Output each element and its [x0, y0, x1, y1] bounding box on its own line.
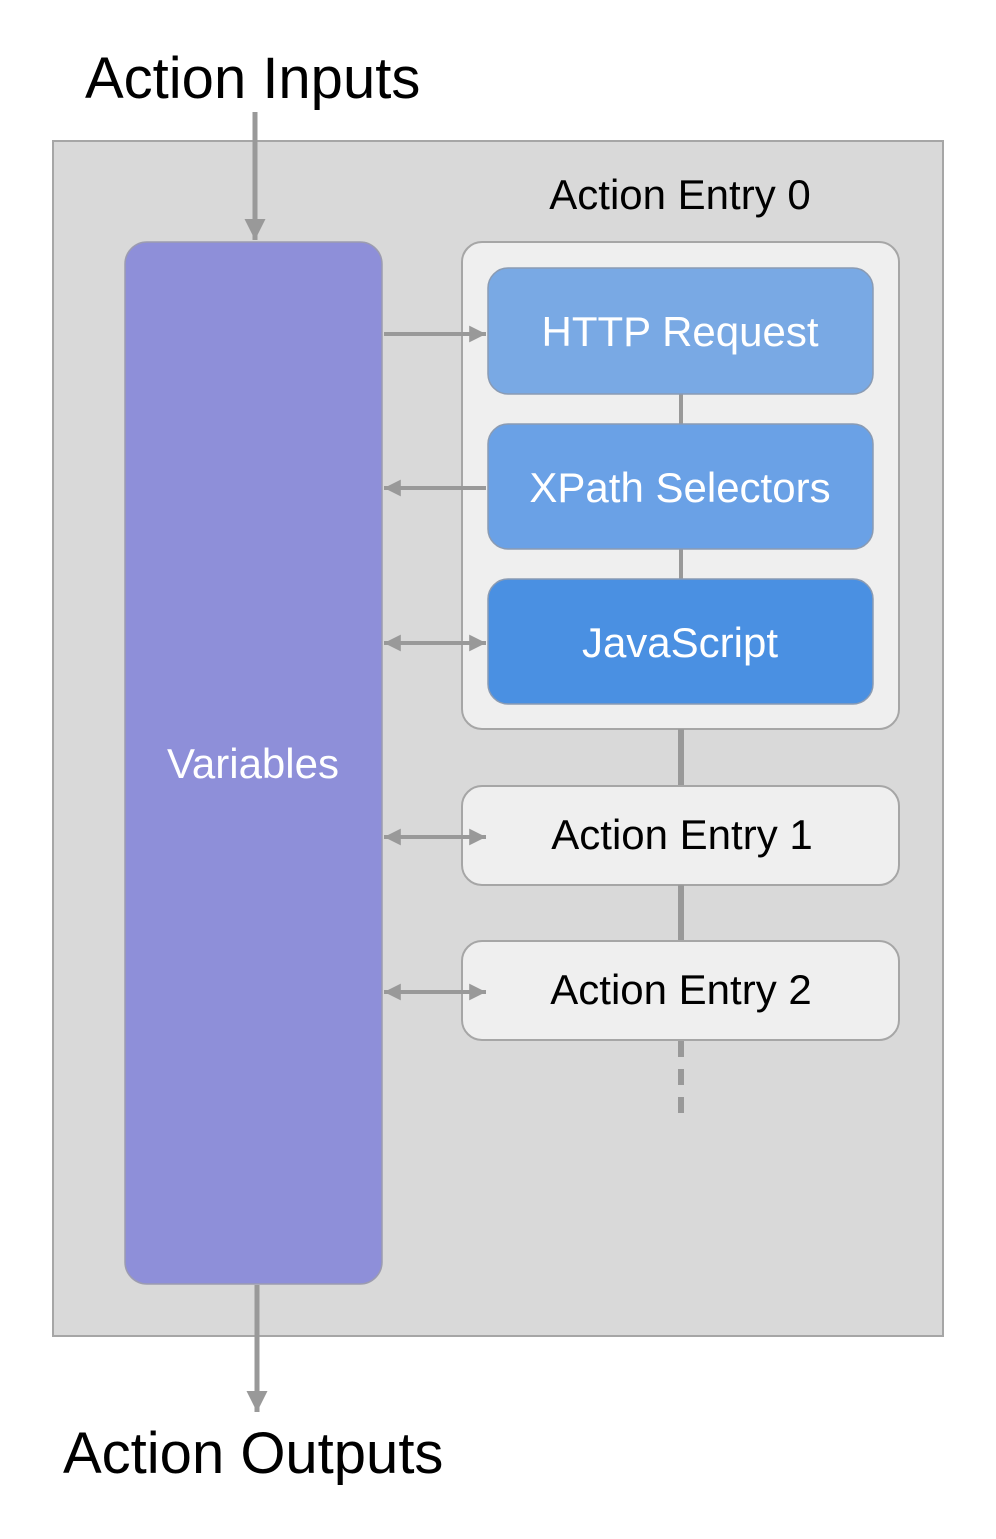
http-request-step	[487, 267, 874, 395]
action-entry-2-label: Action Entry 2	[550, 966, 811, 1013]
variables-label: Variables	[167, 740, 339, 787]
xpath-selectors-label: XPath Selectors	[529, 464, 830, 511]
action-entry-1-label: Action Entry 1	[551, 811, 812, 858]
xpath-selectors-step	[487, 423, 874, 550]
action-entry-0-title: Action Entry 0	[549, 171, 810, 218]
variables-block	[124, 241, 383, 1285]
action-outputs-label: Action Outputs	[63, 1421, 443, 1486]
javascript-step	[487, 578, 874, 705]
javascript-label: JavaScript	[582, 619, 778, 666]
action-inputs-label: Action Inputs	[85, 46, 420, 111]
http-request-label: HTTP Request	[542, 308, 819, 355]
